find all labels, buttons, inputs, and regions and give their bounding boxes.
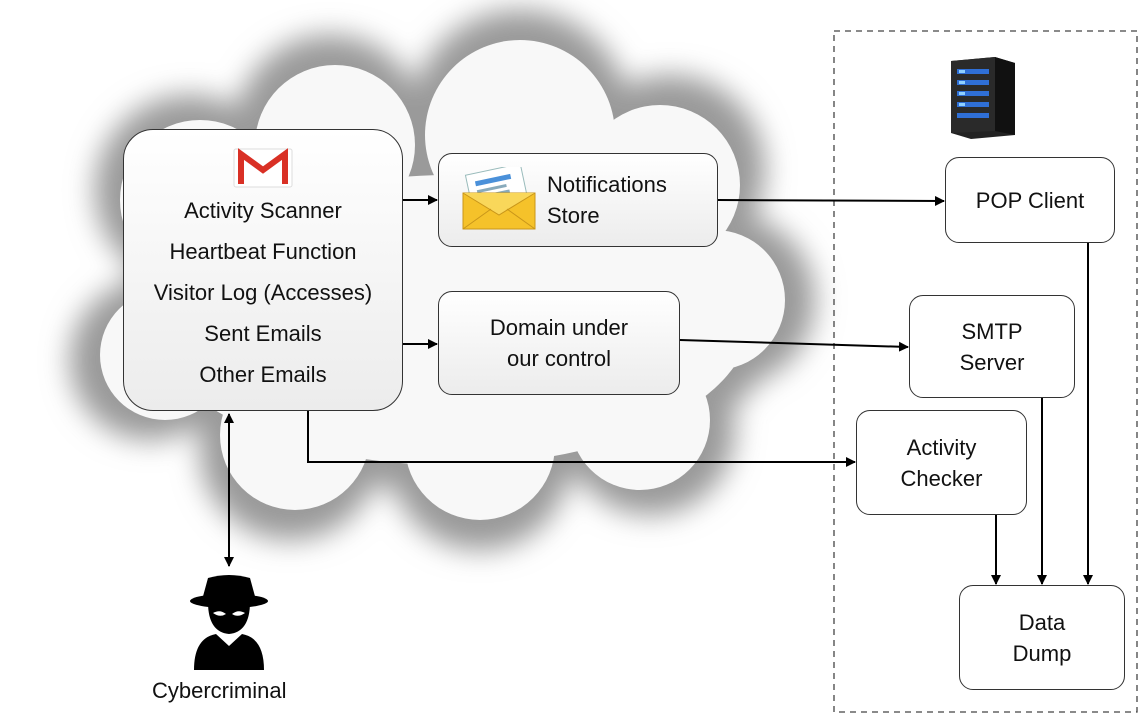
notifications-store-box: Notifications Store	[438, 153, 718, 247]
smtp-server-box: SMTP Server	[909, 295, 1075, 398]
notifications-label-line2: Store	[547, 203, 600, 228]
data-dump-box: Data Dump	[959, 585, 1125, 690]
gmail-account-box: Activity Scanner Heartbeat Function Visi…	[123, 129, 403, 411]
envelope-icon	[462, 167, 536, 230]
data-dump-line2: Dump	[1012, 640, 1072, 666]
domain-label-line1: Domain under	[489, 315, 629, 340]
pop-client-label: POP Client	[975, 187, 1085, 213]
smtp-label-line1: SMTP	[961, 318, 1023, 344]
gmail-item-heartbeat: Heartbeat Function	[169, 239, 357, 264]
hacker-icon	[190, 575, 268, 670]
activity-checker-line2: Checker	[900, 465, 983, 491]
arrow-gmail-to-activity-checker	[307, 411, 856, 467]
smtp-label-line2: Server	[959, 349, 1025, 375]
arrow-notifications-to-pop	[717, 195, 945, 206]
cybercriminal-label: Cybercriminal	[152, 678, 287, 703]
data-dump-line1: Data	[1018, 609, 1066, 635]
activity-checker-line1: Activity	[906, 434, 977, 460]
domain-box: Domain under our control	[438, 291, 680, 395]
server-icon	[951, 57, 1015, 139]
notifications-label-line1: Notifications	[547, 172, 667, 197]
gmail-item-sent-emails: Sent Emails	[204, 321, 322, 346]
gmail-item-activity-scanner: Activity Scanner	[184, 198, 342, 223]
arrow-domain-to-smtp	[679, 339, 909, 352]
server-region-border	[833, 30, 1138, 713]
gmail-item-other-emails: Other Emails	[199, 362, 327, 387]
gmail-item-visitor-log: Visitor Log (Accesses)	[153, 280, 373, 305]
gmail-logo-icon	[233, 148, 293, 188]
activity-checker-box: Activity Checker	[856, 410, 1027, 515]
pop-client-box: POP Client	[945, 157, 1115, 243]
domain-label-line2: our control	[507, 346, 611, 371]
